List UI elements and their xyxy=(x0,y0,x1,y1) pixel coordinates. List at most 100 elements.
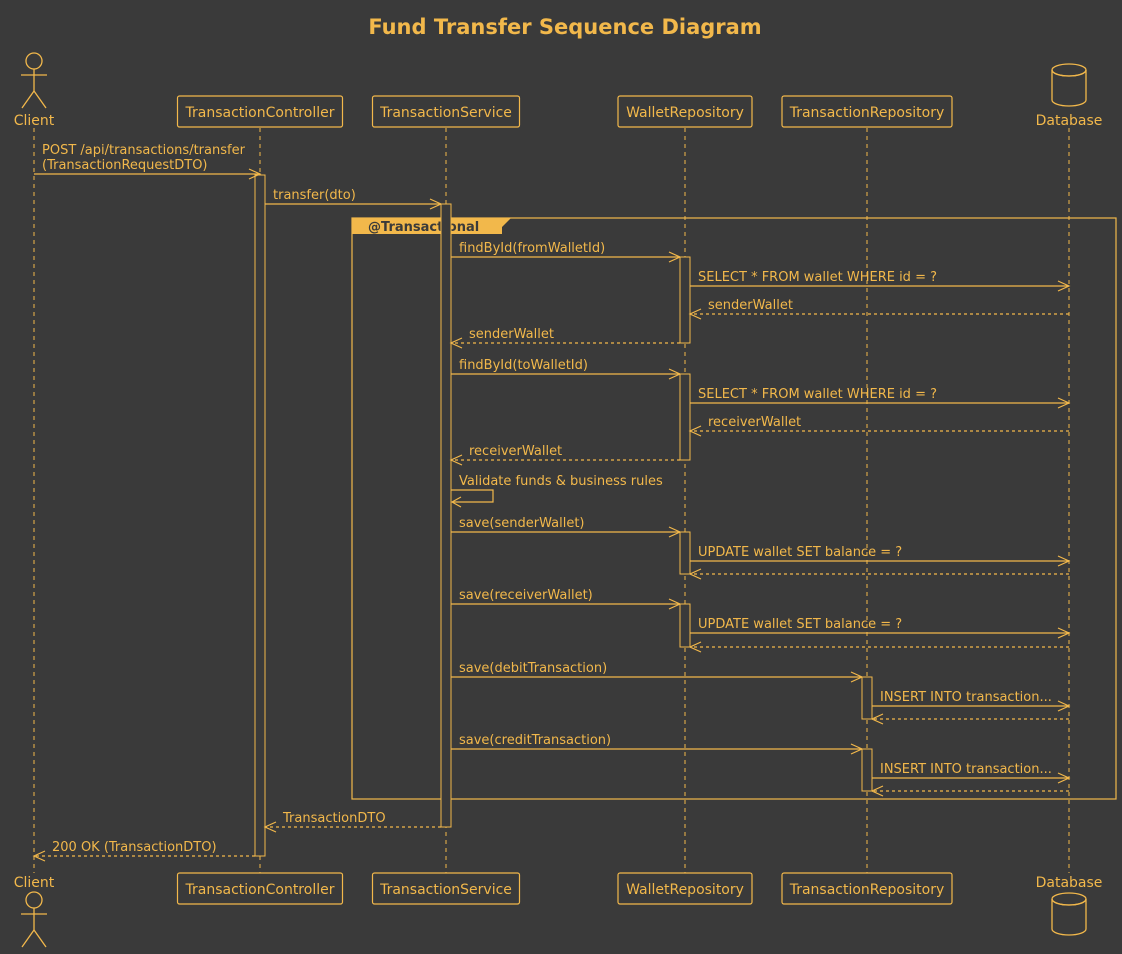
message-20: save(creditTransaction) xyxy=(451,733,864,755)
message-12: UPDATE wallet SET balance = ? xyxy=(690,545,1071,567)
arrow-head xyxy=(688,308,702,320)
message-label: save(creditTransaction) xyxy=(459,733,611,748)
message-label: save(senderWallet) xyxy=(459,516,585,531)
participant-label: Database xyxy=(1036,875,1103,891)
participant-client-bottom: Client xyxy=(14,875,55,948)
activations xyxy=(254,174,873,857)
message-label: POST /api/transactions/transfer xyxy=(42,143,246,158)
message-label: Validate funds & business rules xyxy=(459,474,663,489)
participant-box xyxy=(371,872,521,905)
participant-wallet_repo-bottom: WalletRepository xyxy=(617,872,753,905)
arrow-head xyxy=(1057,772,1071,784)
message-21: INSERT INTO transaction... xyxy=(872,762,1071,784)
message-19 xyxy=(870,713,1069,725)
participant-box xyxy=(781,872,953,905)
arrow-head xyxy=(870,713,884,725)
message-label: receiverWallet xyxy=(469,444,562,459)
message-label: UPDATE wallet SET balance = ? xyxy=(698,545,902,560)
arrow-head xyxy=(668,526,682,538)
fragment-tab xyxy=(352,218,511,234)
participant-label: TransactionController xyxy=(185,882,335,898)
participant-wallet_repo-top: WalletRepository xyxy=(617,95,753,128)
database-icon xyxy=(1051,892,1087,936)
activation-wallet_repo xyxy=(679,256,691,344)
arrow-head xyxy=(429,198,443,210)
participant-txn_repo-bottom: TransactionRepository xyxy=(781,872,953,905)
database-icon xyxy=(1051,63,1087,107)
message-4: senderWallet xyxy=(688,298,1069,320)
activation-txn_repo xyxy=(861,748,873,792)
arrow-head xyxy=(850,743,864,755)
message-14: save(receiverWallet) xyxy=(451,588,682,610)
arrow-head xyxy=(668,598,682,610)
participant-controller-top: TransactionController xyxy=(176,95,344,128)
message-18: INSERT INTO transaction... xyxy=(872,690,1071,712)
arrow-head xyxy=(1057,555,1071,567)
message-label: receiverWallet xyxy=(708,415,801,430)
participant-client-top: Client xyxy=(14,52,55,129)
arrow-head xyxy=(263,821,277,833)
message-10: Validate funds & business rules xyxy=(450,474,663,508)
messages: POST /api/transactions/transfer(Transact… xyxy=(32,143,1071,862)
message-7: SELECT * FROM wallet WHERE id = ? xyxy=(690,387,1071,409)
arrow-head xyxy=(688,568,702,580)
message-2: findById(fromWalletId) xyxy=(451,241,682,263)
arrow-head xyxy=(450,496,462,508)
activation-wallet_repo xyxy=(679,531,691,575)
message-label: TransactionDTO xyxy=(282,811,386,826)
message-22 xyxy=(870,785,1069,797)
actor-icon xyxy=(21,52,47,109)
participant-service-bottom: TransactionService xyxy=(371,872,521,905)
arrow-head xyxy=(688,425,702,437)
fragment-frame xyxy=(351,217,1117,800)
message-11: save(senderWallet) xyxy=(451,516,682,538)
fragment-label: @Transactional xyxy=(368,220,479,235)
participant-label: Client xyxy=(14,875,55,891)
message-label: SELECT * FROM wallet WHERE id = ? xyxy=(698,387,937,402)
arrow-head xyxy=(449,454,463,466)
participant-label: Database xyxy=(1036,113,1103,129)
participant-box xyxy=(781,95,953,128)
arrow-head xyxy=(449,337,463,349)
participant-label: TransactionController xyxy=(185,105,335,121)
activation-wallet_repo xyxy=(679,603,691,648)
participant-box xyxy=(176,95,344,128)
message-8: receiverWallet xyxy=(688,415,1069,437)
message-9: receiverWallet xyxy=(449,444,680,466)
message-17: save(debitTransaction) xyxy=(451,661,864,683)
participant-label: TransactionService xyxy=(379,882,512,898)
activation-controller xyxy=(254,174,266,857)
arrow-head xyxy=(1057,280,1071,292)
participant-label: TransactionRepository xyxy=(789,882,945,898)
message-5: senderWallet xyxy=(449,327,680,349)
message-label: transfer(dto) xyxy=(273,188,356,203)
arrow-head xyxy=(870,785,884,797)
message-label: senderWallet xyxy=(469,327,554,342)
message-label: findById(toWalletId) xyxy=(459,358,588,373)
arrow-head xyxy=(248,168,262,180)
participant-box xyxy=(176,872,344,905)
participant-label: Client xyxy=(14,113,55,129)
message-label: UPDATE wallet SET balance = ? xyxy=(698,617,902,632)
arrow-head xyxy=(32,850,46,862)
arrow-head xyxy=(1057,397,1071,409)
participant-txn_repo-top: TransactionRepository xyxy=(781,95,953,128)
message-3: SELECT * FROM wallet WHERE id = ? xyxy=(690,270,1071,292)
participant-label: WalletRepository xyxy=(626,882,744,898)
participant-label: TransactionService xyxy=(379,105,512,121)
activation-service xyxy=(440,203,452,828)
participant-controller-bottom: TransactionController xyxy=(176,872,344,905)
actor-icon xyxy=(21,891,47,948)
message-label: INSERT INTO transaction... xyxy=(880,690,1052,705)
message-0: POST /api/transactions/transfer(Transact… xyxy=(34,143,262,180)
diagram-title: Fund Transfer Sequence Diagram xyxy=(368,15,761,39)
participant-database-top: Database xyxy=(1036,63,1103,129)
message-6: findById(toWalletId) xyxy=(451,358,682,380)
activation-wallet_repo xyxy=(679,373,691,461)
message-13 xyxy=(688,568,1069,580)
message-16 xyxy=(688,641,1069,653)
self-message-arrow xyxy=(451,489,494,503)
arrow-head xyxy=(850,671,864,683)
message-1: transfer(dto) xyxy=(265,188,443,210)
